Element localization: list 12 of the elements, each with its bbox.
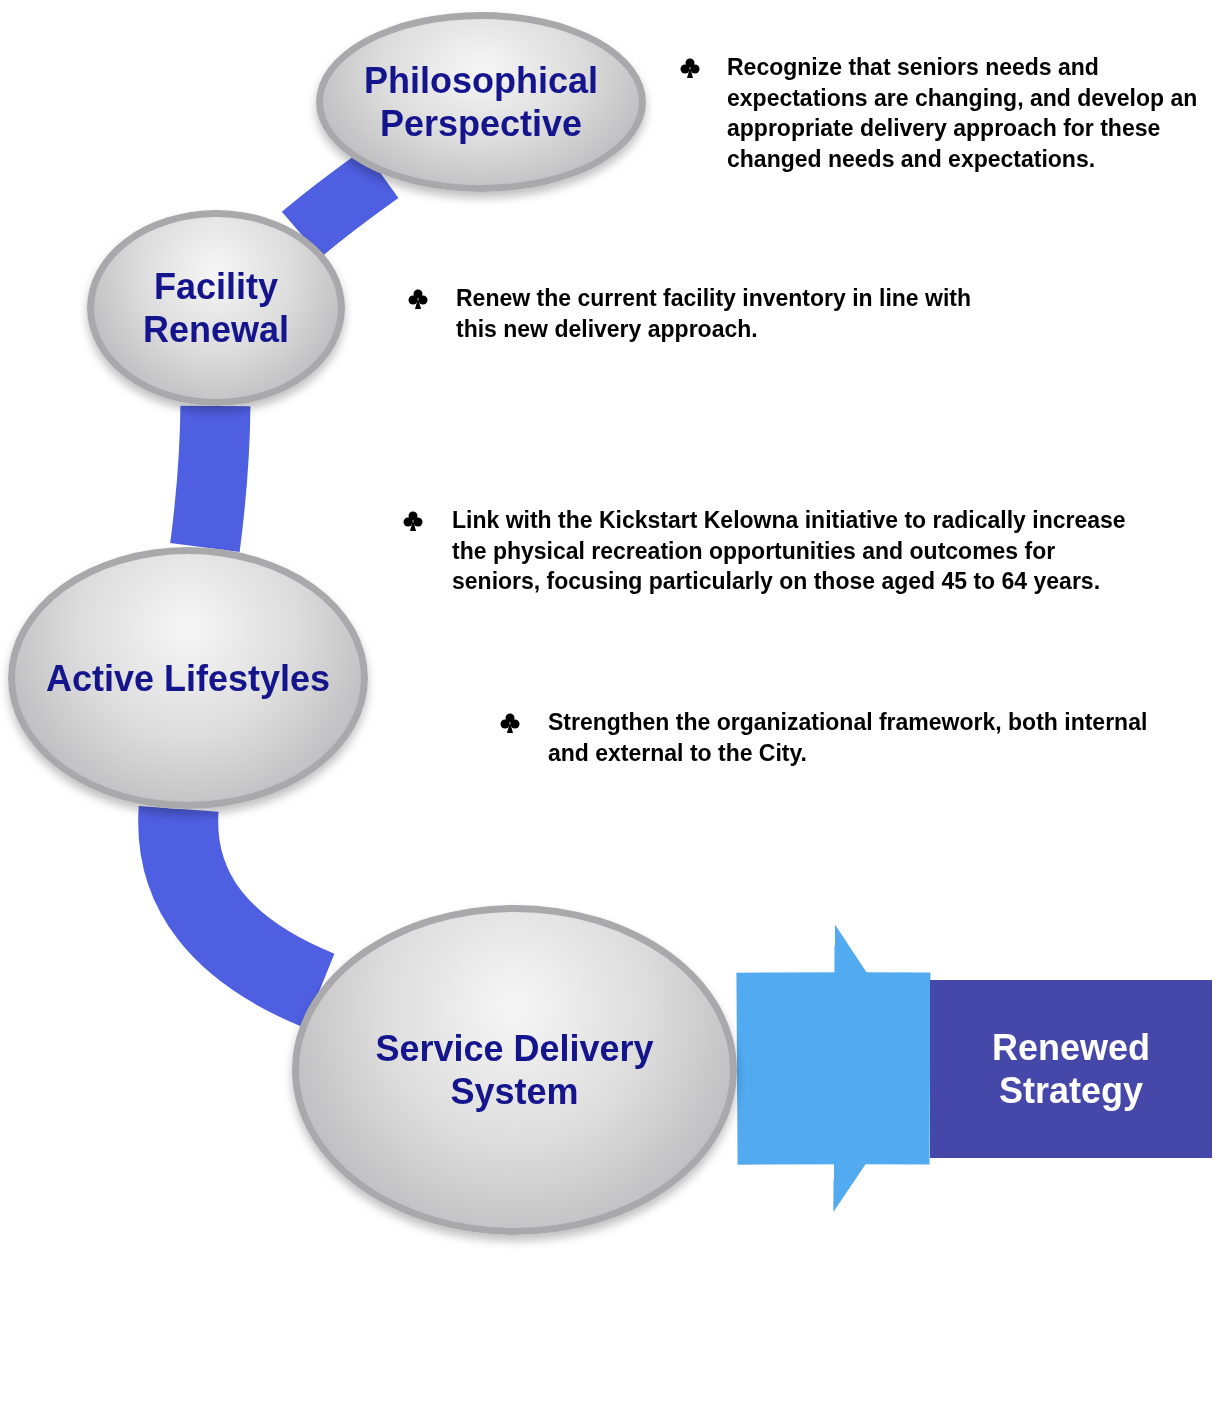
result-box [930, 980, 1212, 1158]
node-label: Service Delivery System [374, 1027, 655, 1113]
curved-arrow [736, 924, 931, 1212]
bullet-text: Recognize that seniors needs and expectations are changing, and develop an appropriate delivery approach for these changed needs and expectations. [727, 53, 1199, 174]
bullet-text: Link with the Kickstart Kelowna initiative to radically increase the physical recreation opportunities and outcomes for seniors, focusing particularly on those aged 45 to 64 years. [452, 506, 1127, 596]
bullet-text: Renew the current facility inventory in line with this new delivery approach. [456, 284, 973, 344]
node-label: Active Lifestyles [44, 656, 332, 700]
node-label: Renewed Strategy [990, 1026, 1151, 1112]
node-label: Philosophical Perspective [362, 59, 599, 145]
node-label: Facility Renewal [141, 265, 291, 351]
bullet-text: Strengthen the organizational framework, both internal and external to the City. [548, 708, 1149, 768]
curved-band [138, 808, 336, 1028]
